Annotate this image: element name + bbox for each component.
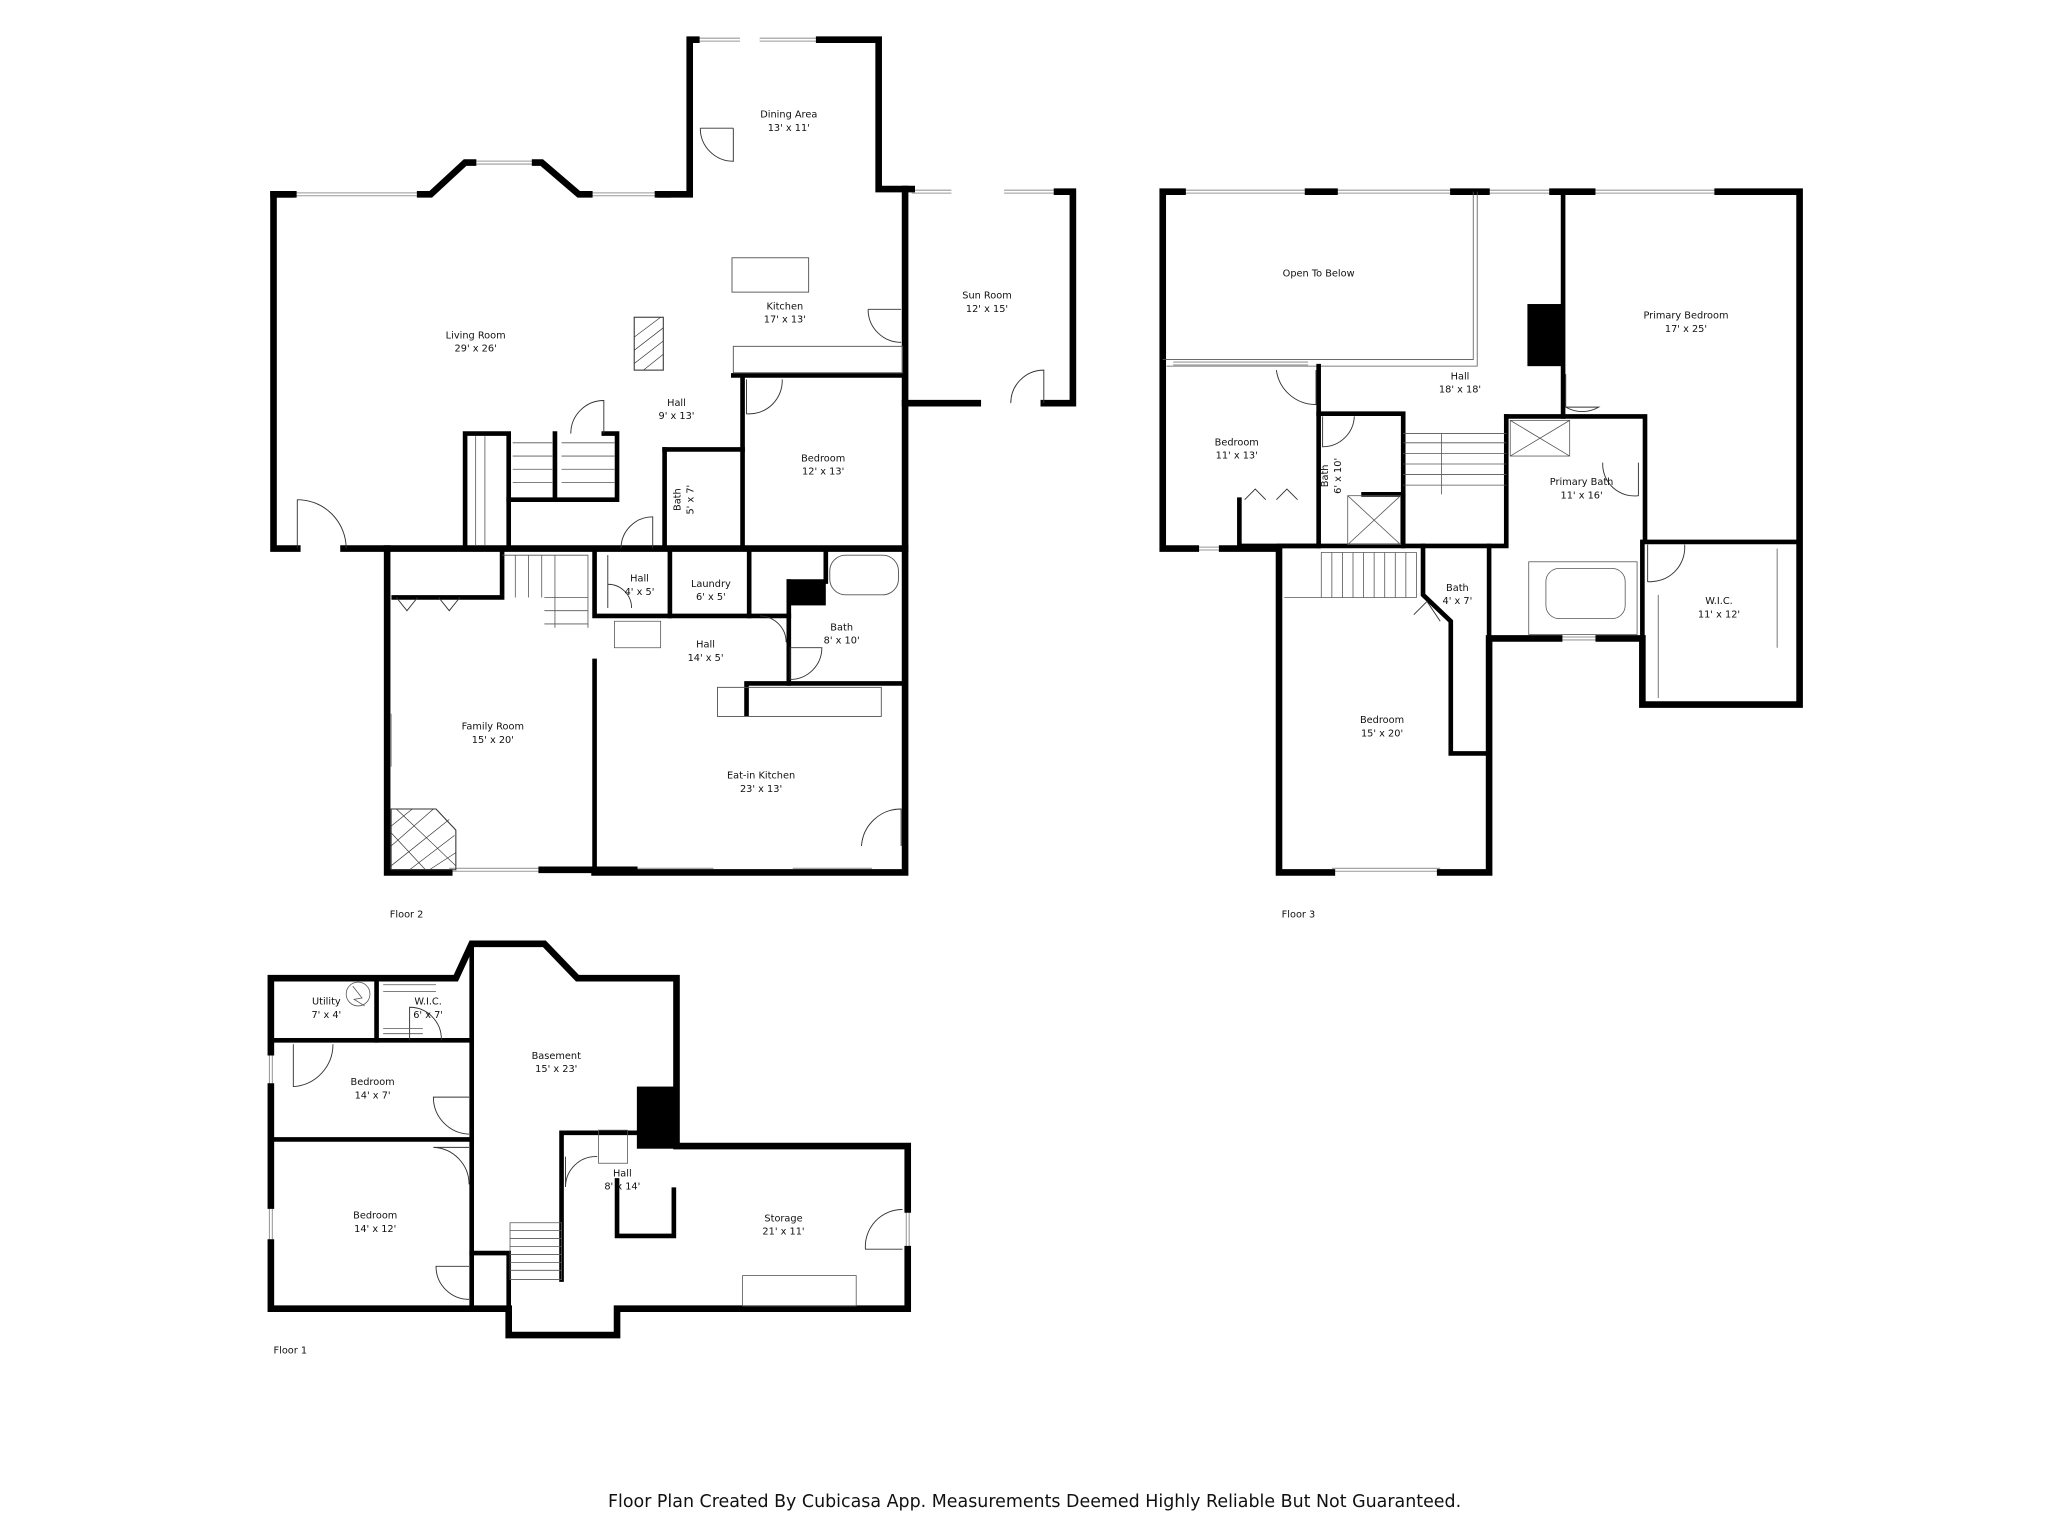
- room-name: W.I.C.: [1705, 596, 1733, 607]
- room-name: Sun Room: [962, 291, 1011, 302]
- room-name: Bath: [830, 623, 853, 634]
- walls: [270, 36, 1077, 876]
- disclaimer-footer: Floor Plan Created By Cubicasa App. Meas…: [608, 1492, 1461, 1512]
- room-name: Basement: [532, 1051, 581, 1062]
- fixtures: [390, 257, 903, 871]
- room-dims: 11' x 13': [1216, 451, 1258, 462]
- room-dims: 8' x 10': [824, 636, 860, 647]
- room-dims: 6' x 5': [696, 592, 726, 603]
- room-name: Dining Area: [760, 110, 817, 121]
- room-name: Eat-in Kitchen: [727, 771, 795, 782]
- room-name: Bath: [1446, 583, 1469, 594]
- room-dims: 11' x 16': [1560, 490, 1602, 501]
- room-name: Bath: [1320, 465, 1331, 488]
- room-dims: 7' x 4': [311, 1010, 341, 1021]
- windows: [268, 1052, 910, 1250]
- room-dims: 15' x 20': [1361, 728, 1403, 739]
- room-dims: 11' x 12': [1698, 609, 1740, 620]
- room-name: Primary Bath: [1550, 477, 1614, 488]
- room-name: Utility: [312, 997, 341, 1008]
- room-dims: 15' x 23': [535, 1064, 577, 1075]
- stairs: [475, 436, 662, 649]
- stairs: [1284, 433, 1507, 598]
- room-name: W.I.C.: [414, 997, 442, 1008]
- floor-label: Floor 1: [274, 1346, 308, 1357]
- doors: [1244, 370, 1686, 622]
- room-dims: 18' x 18': [1439, 385, 1481, 396]
- room-dims: 13' x 11': [768, 123, 810, 134]
- room-dims: 12' x 13': [802, 467, 844, 478]
- windows: [271, 37, 1075, 872]
- room-name: Bedroom: [351, 1077, 395, 1088]
- walls: [1159, 188, 1803, 876]
- floor-1-plan: Utility 7' x 4' W.I.C. 6' x 7' Bedroom 1…: [267, 940, 912, 1357]
- room-name: Bedroom: [1360, 715, 1404, 726]
- floor-3-plan: Open To Below Hall 18' x 18' Primary Bed…: [1159, 188, 1803, 920]
- room-dims: 23' x 13': [740, 784, 782, 795]
- fixtures: [1347, 419, 1778, 698]
- room-name: Hall: [667, 398, 686, 409]
- room-name: Hall: [630, 574, 649, 585]
- room-dims: 6' x 10': [1333, 458, 1344, 494]
- room-dims: 29' x 26': [455, 344, 497, 355]
- floor-label: Floor 3: [1282, 909, 1316, 920]
- room-dims: 21' x 11': [762, 1227, 804, 1238]
- room-dims: 14' x 12': [354, 1224, 396, 1235]
- doors: [292, 1006, 903, 1300]
- chimney: [1527, 304, 1564, 367]
- doors: [296, 127, 1045, 847]
- room-name: Laundry: [691, 579, 731, 590]
- room-name: Hall: [1451, 371, 1470, 382]
- room-dims: 6' x 7': [413, 1010, 443, 1021]
- floor-2-plan: Dining Area 13' x 11' Kitchen 17' x 13' …: [270, 36, 1077, 920]
- room-name: Primary Bedroom: [1643, 311, 1728, 322]
- room-dims: 15' x 20': [472, 735, 514, 746]
- room-name: Bedroom: [353, 1211, 397, 1222]
- room-name: Bedroom: [801, 453, 845, 464]
- room-name: Living Room: [446, 330, 506, 341]
- room-dims: 14' x 7': [355, 1090, 391, 1101]
- room-name: Hall: [696, 640, 715, 651]
- room-dims: 14' x 5': [688, 653, 724, 664]
- room-dims: 4' x 7': [1442, 596, 1472, 607]
- room-name: Bedroom: [1215, 437, 1259, 448]
- room-name: Family Room: [462, 722, 524, 733]
- room-dims: 17' x 25': [1665, 324, 1707, 335]
- floor-label: Floor 2: [390, 909, 424, 920]
- room-dims: 8' x 14': [604, 1182, 640, 1193]
- stairs: [345, 981, 857, 1307]
- room-name: Kitchen: [766, 301, 803, 312]
- room-name: Hall: [613, 1168, 632, 1179]
- room-dims: 12' x 15': [966, 304, 1008, 315]
- room-dims: 9' x 13': [659, 411, 695, 422]
- room-dims: 4' x 5': [625, 587, 655, 598]
- chimney: [636, 1086, 677, 1149]
- walls: [267, 940, 912, 1339]
- windows: [1160, 189, 1802, 872]
- room-name: Bath: [672, 488, 683, 511]
- chimney: [788, 581, 826, 606]
- room-name: Open To Below: [1283, 268, 1355, 279]
- room-name: Storage: [764, 1213, 802, 1224]
- room-dims: 5' x 7': [686, 485, 697, 515]
- room-dims: 17' x 13': [764, 315, 806, 326]
